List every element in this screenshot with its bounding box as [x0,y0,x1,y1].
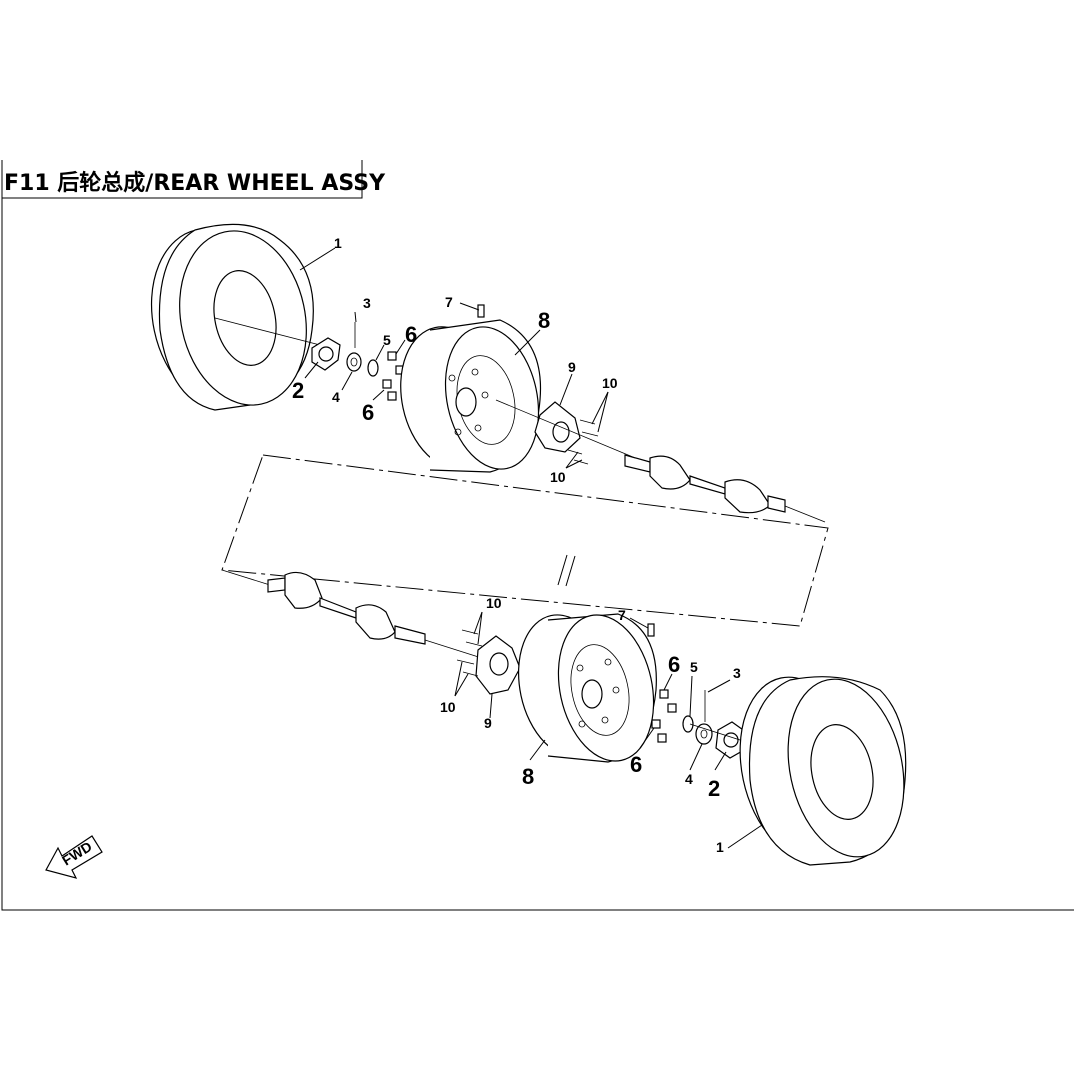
shaft-connection-frame [221,454,829,627]
callout-rim-bottom: 8 [522,764,534,789]
callout-castle-nut-bottom: 4 [685,771,693,787]
rim-top [400,319,542,473]
axis-line-bottom-left [221,569,271,586]
callout-nut-lower-bottom: 6 [630,752,642,777]
callout-nut-upper-bottom: 6 [668,652,680,677]
valve-top [477,304,485,318]
callout-hub-bottom: 9 [484,715,492,731]
callout-bolt-upper-top: 10 [602,375,618,391]
axis-line-top-mid [495,399,641,461]
callout-cotter-pin-bottom: 3 [733,665,741,681]
hub-cap-top [311,337,341,371]
tire-bottom [739,676,907,866]
callout-rim-top: 8 [538,308,550,333]
leader-lines-top [299,247,609,469]
nuts-top [382,351,405,401]
bolts-bottom [456,629,483,677]
callout-nut-lower-top: 6 [362,400,374,425]
callout-bolt-upper-bottom: 10 [486,595,502,611]
washer-top [367,359,379,377]
callout-tire-top: 1 [334,235,342,251]
callout-castle-nut-top: 4 [332,389,340,405]
axis-line-top-left [214,317,321,346]
callout-cotter-pin-top: 3 [363,295,371,311]
castle-nut-top [346,352,362,372]
fwd-arrow: FWD [45,835,103,879]
title-box [2,160,363,199]
diagram-frame [1,160,1074,911]
callout-hub-cap-bottom: 2 [708,776,720,801]
callout-bolt-lower-top: 10 [550,469,566,485]
hub-bottom [475,635,521,695]
callout-bolt-lower-bottom: 10 [440,699,456,715]
hub-cap-bottom [715,721,747,759]
page-title: F11 后轮总成/REAR WHEEL ASSY [4,170,386,196]
valve-bottom [647,623,655,637]
axis-line-top-right [784,505,826,523]
leader-lines-bottom [454,611,763,849]
callout-valve-bottom: 7 [618,607,626,623]
callout-tire-bottom: 1 [716,839,724,855]
callout-nut-upper-top: 6 [405,322,417,347]
castle-nut-bottom [695,723,713,745]
callout-washer-top: 5 [383,332,391,348]
callout-hub-cap-top: 2 [292,378,304,403]
drive-shaft-top [624,454,786,514]
washer-bottom [682,715,694,733]
rim-bottom [517,613,657,763]
callout-washer-bottom: 5 [690,659,698,675]
callout-hub-top: 9 [568,359,576,375]
hub-top [534,401,581,453]
drive-shaft-bottom [267,571,426,645]
callout-valve-top: 7 [445,294,453,310]
